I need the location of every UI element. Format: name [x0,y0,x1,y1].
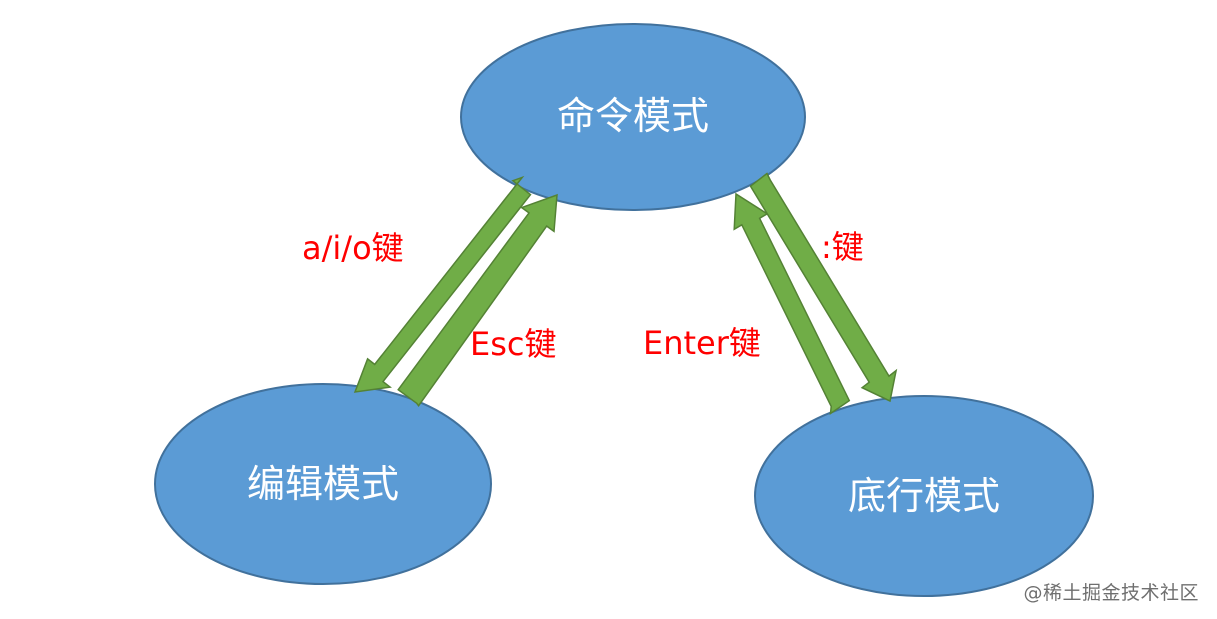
last-line-mode-node [754,395,1094,597]
arrow-command-to-edit [353,175,532,393]
command-mode-node [460,23,806,211]
arrow-edit-to-command [397,193,558,407]
last-line-mode-label: 底行模式 [848,474,1000,518]
command-mode-label: 命令模式 [557,94,709,138]
edit-mode-node [154,383,492,585]
label-edit-to-command: Esc键 [470,325,557,363]
watermark-text: @稀土掘金技术社区 [1023,582,1199,604]
edit-mode-label: 编辑模式 [247,462,399,506]
label-command-to-edit: a/i/o键 [302,229,404,267]
arrow-command-to-last-line [749,172,898,403]
label-last-line-to-command: Enter键 [643,324,761,362]
arrow-last-line-to-command [733,192,851,416]
label-command-to-last-line: :键 [821,228,864,266]
